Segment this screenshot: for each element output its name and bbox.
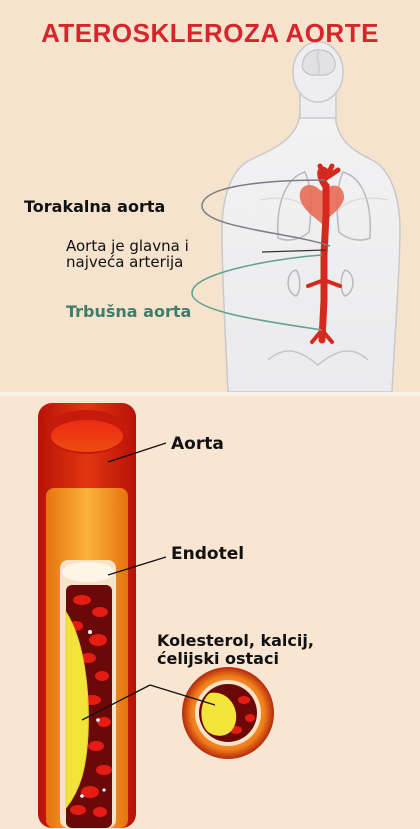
plaque-deposit <box>65 610 89 810</box>
pelvis <box>267 350 369 366</box>
main-artery-line1: Aorta je glavna i <box>66 237 189 255</box>
abdominal-aorta-label: Trbušna aorta <box>66 302 192 321</box>
abdominal-leader-loop <box>191 254 323 331</box>
thoracic-leader-loop <box>201 179 331 247</box>
endothel-label: Endotel <box>171 544 245 564</box>
page-title: ATEROSKLEROZA AORTE <box>41 18 379 48</box>
plaque-leader <box>81 684 151 721</box>
main-artery-line2: najveća arterija <box>66 253 184 271</box>
plaque-caption-line1: Kolesterol, kalcij, <box>157 631 314 650</box>
left-kidney-icon <box>287 269 301 297</box>
heart-icon <box>299 184 345 224</box>
endothel-leader <box>107 556 167 576</box>
aorta-label: Aorta <box>171 434 224 454</box>
plaque-caption: Kolesterol, kalcij, ćelijski ostaci <box>157 632 314 668</box>
main-artery-leader <box>261 249 327 253</box>
human-body-illustration <box>191 41 401 392</box>
thoracic-aorta-label: Torakalna aorta <box>24 197 166 216</box>
plaque-caption-line2: ćelijski ostaci <box>157 649 279 668</box>
right-kidney-icon <box>340 269 354 297</box>
main-artery-caption: Aorta je glavna i najveća arterija <box>66 238 189 270</box>
panel-divider <box>0 392 420 396</box>
plaque-leader-ring <box>149 684 216 706</box>
aorta-leader <box>107 442 167 463</box>
blood-cells <box>69 595 112 817</box>
